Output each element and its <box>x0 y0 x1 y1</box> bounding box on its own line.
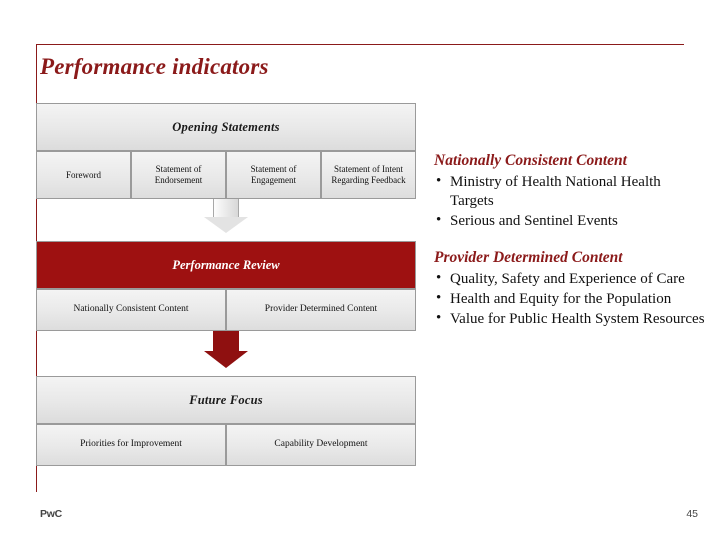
diagram-row-performance-review: Nationally Consistent Content Provider D… <box>36 289 416 331</box>
arrow-stem <box>213 199 239 217</box>
list-item: Ministry of Health National Health Targe… <box>434 172 706 211</box>
list-provider-determined-content: Quality, Safety and Experience of Care H… <box>434 269 706 329</box>
list-item: Health and Equity for the Population <box>434 289 706 309</box>
page-number: 45 <box>686 508 698 520</box>
diagram-band-future-focus: Future Focus <box>36 376 416 424</box>
diagram-arrow-2-wrap <box>36 331 416 368</box>
diagram-cell-statement-of-engagement: Statement of Engagement <box>226 151 321 199</box>
diagram-cell-statement-of-endorsement: Statement of Endorsement <box>131 151 226 199</box>
pwc-logo: PwC <box>40 508 62 520</box>
list-item: Quality, Safety and Experience of Care <box>434 269 706 289</box>
spacer-1 <box>36 233 416 241</box>
heading-nationally-consistent-content: Nationally Consistent Content <box>434 152 627 169</box>
heading-provider-determined-content: Provider Determined Content <box>434 249 623 267</box>
diagram-arrow-1-wrap <box>36 199 416 233</box>
spacer-2 <box>36 368 416 376</box>
diagram-cell-capability-development: Capability Development <box>226 424 416 466</box>
band-label: Opening Statements <box>172 119 280 134</box>
diagram-cell-nationally-consistent-content: Nationally Consistent Content <box>36 289 226 331</box>
arrow-head <box>204 351 248 368</box>
list-nationally-consistent-content: Ministry of Health National Health Targe… <box>434 172 706 231</box>
page-title: Performance indicators <box>40 54 269 79</box>
diagram-row-future-focus: Priorities for Improvement Capability De… <box>36 424 416 466</box>
down-arrow-icon <box>204 199 248 233</box>
arrow-head <box>204 217 248 233</box>
header-rule-horizontal <box>36 44 684 45</box>
diagram-row-opening-statements: Foreword Statement of Endorsement Statem… <box>36 151 416 199</box>
diagram-cell-provider-determined-content: Provider Determined Content <box>226 289 416 331</box>
band-label: Future Focus <box>189 392 263 407</box>
list-item: Serious and Sentinel Events <box>434 211 706 231</box>
diagram-cell-priorities-for-improvement: Priorities for Improvement <box>36 424 226 466</box>
diagram-band-opening-statements: Opening Statements <box>36 103 416 151</box>
process-diagram: Opening Statements Foreword Statement of… <box>36 103 416 466</box>
list-item: Value for Public Health System Resources <box>434 309 706 329</box>
diagram-band-performance-review: Performance Review <box>36 241 416 289</box>
diagram-cell-statement-of-intent: Statement of Intent Regarding Feedback <box>321 151 416 199</box>
band-label: Performance Review <box>172 257 280 272</box>
right-text-column: Nationally Consistent Content Ministry o… <box>434 152 706 347</box>
diagram-cell-foreword: Foreword <box>36 151 131 199</box>
down-arrow-icon <box>204 331 248 368</box>
arrow-stem <box>213 331 239 351</box>
